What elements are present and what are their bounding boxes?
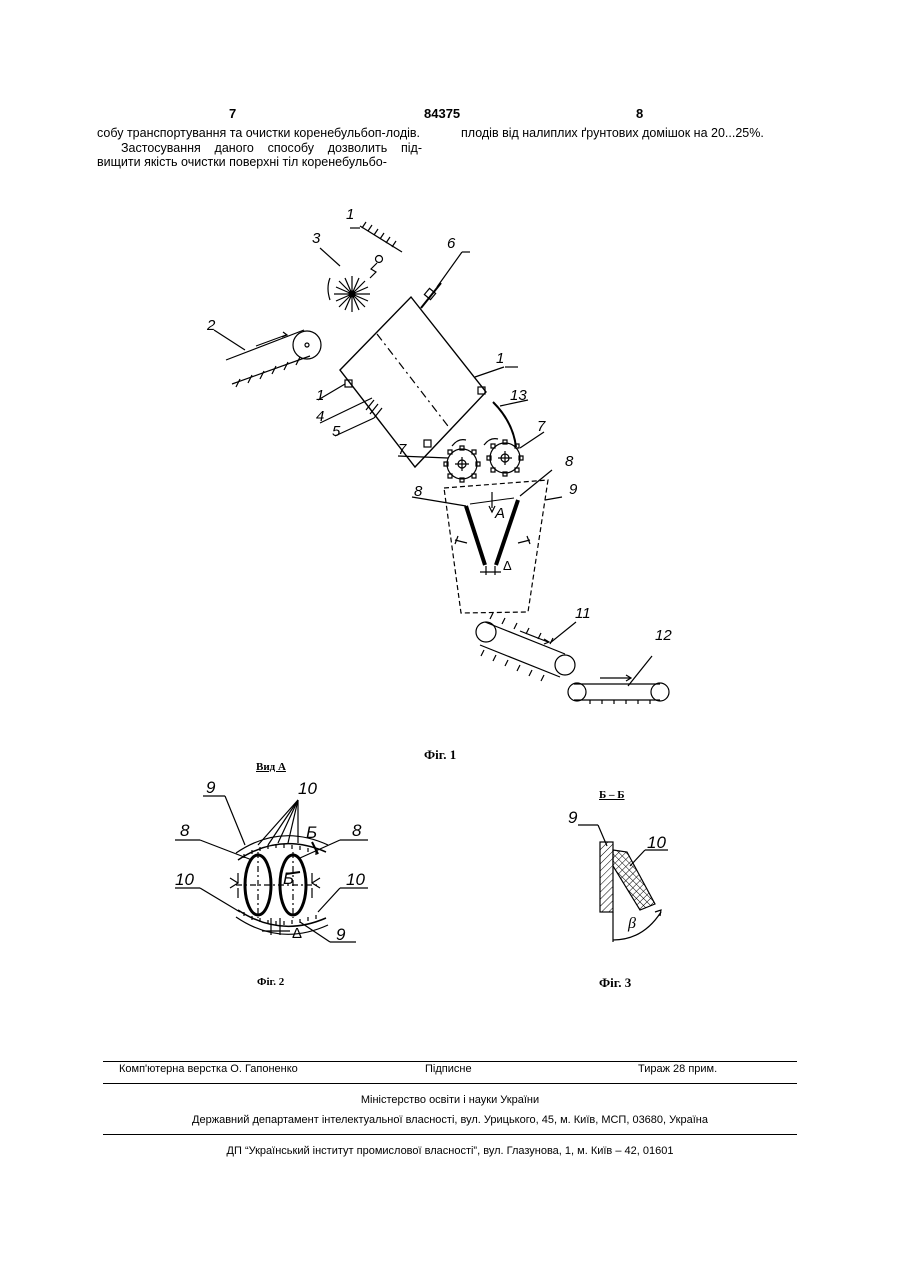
fig2-label-9-bottom: 9 bbox=[336, 925, 346, 944]
fig2-label-delta: Δ bbox=[292, 925, 302, 942]
fig1-label-4: 4 bbox=[316, 408, 324, 425]
fig3-caption: Фіг. 3 bbox=[599, 975, 631, 991]
fig2-label-8-left: 8 bbox=[180, 821, 190, 840]
fig1-labels: 1 3 6 2 1 1 4 5 13 7 7 8 8 9 А Δ 11 12 bbox=[206, 206, 672, 644]
fig2-label-10-top: 10 bbox=[298, 779, 317, 798]
fig1-label-1-left: 1 bbox=[316, 387, 324, 404]
fig1-label-9: 9 bbox=[569, 481, 578, 498]
fig2-view-label: Вид А bbox=[256, 761, 286, 773]
fig1-label-3: 3 bbox=[312, 230, 321, 247]
fig1-label-2: 2 bbox=[206, 317, 216, 334]
fig2-label-B-top: Б bbox=[306, 823, 317, 842]
fig1-label-8-left: 8 bbox=[414, 483, 423, 500]
fig3-label-beta: β bbox=[627, 915, 636, 932]
fig1-label-7-left: 7 bbox=[398, 441, 407, 458]
fig2-drawing bbox=[175, 796, 368, 942]
footer-department: Державний департамент інтелектуальної вл… bbox=[103, 1114, 797, 1126]
fig1-label-1-right: 1 bbox=[496, 350, 504, 367]
footer-circulation: Тираж 28 прим. bbox=[638, 1063, 717, 1075]
fig1-label-5: 5 bbox=[332, 423, 341, 440]
footer-signed: Підписне bbox=[425, 1063, 472, 1075]
fig3-label-10: 10 bbox=[647, 833, 666, 852]
conveyor-12 bbox=[568, 656, 669, 704]
roller-7-left bbox=[444, 446, 480, 482]
fig1-caption: Фіг. 1 bbox=[424, 747, 456, 763]
fig1-label-11: 11 bbox=[575, 605, 591, 622]
fig3-label-9: 9 bbox=[568, 808, 578, 827]
fig1-label-1-top: 1 bbox=[346, 206, 354, 223]
conveyor-2 bbox=[214, 330, 321, 387]
fig1-label-8-right: 8 bbox=[565, 453, 574, 470]
brush-3 bbox=[328, 276, 370, 312]
fig2-label-B-mid: Б bbox=[283, 869, 294, 888]
fig2-labels: 9 10 Б 8 8 Б 10 10 Δ 9 bbox=[175, 778, 365, 944]
fig2-caption: Фіг. 2 bbox=[257, 976, 284, 988]
fig1-label-A: А bbox=[494, 505, 505, 522]
fig2-label-10-right: 10 bbox=[346, 870, 365, 889]
fig1-label-13: 13 bbox=[510, 387, 527, 404]
footer-rule-2 bbox=[103, 1083, 797, 1084]
fig2-label-9-top: 9 bbox=[206, 778, 216, 797]
fig1-label-delta: Δ bbox=[503, 558, 512, 573]
fig1-label-12: 12 bbox=[655, 627, 672, 644]
roller-7-right bbox=[487, 440, 523, 476]
footer-rule-3 bbox=[103, 1134, 797, 1135]
fig1-drawing bbox=[214, 222, 669, 704]
fig2-label-8-right: 8 bbox=[352, 821, 362, 840]
footer-ministry: Міністерство освіти і науки України bbox=[103, 1094, 797, 1106]
footer-rule-1 bbox=[103, 1061, 797, 1062]
conveyor-11 bbox=[476, 613, 576, 681]
fig1-label-7-right: 7 bbox=[537, 418, 546, 435]
fig1-label-6: 6 bbox=[447, 235, 456, 252]
fig2-label-10-left: 10 bbox=[175, 870, 194, 889]
footer-typesetter: Комп'ютерна верстка О. Гапоненко bbox=[119, 1063, 298, 1075]
fig3-section-label: Б – Б bbox=[599, 789, 625, 801]
footer-institute: ДП “Український інститут промислової вла… bbox=[103, 1145, 797, 1157]
